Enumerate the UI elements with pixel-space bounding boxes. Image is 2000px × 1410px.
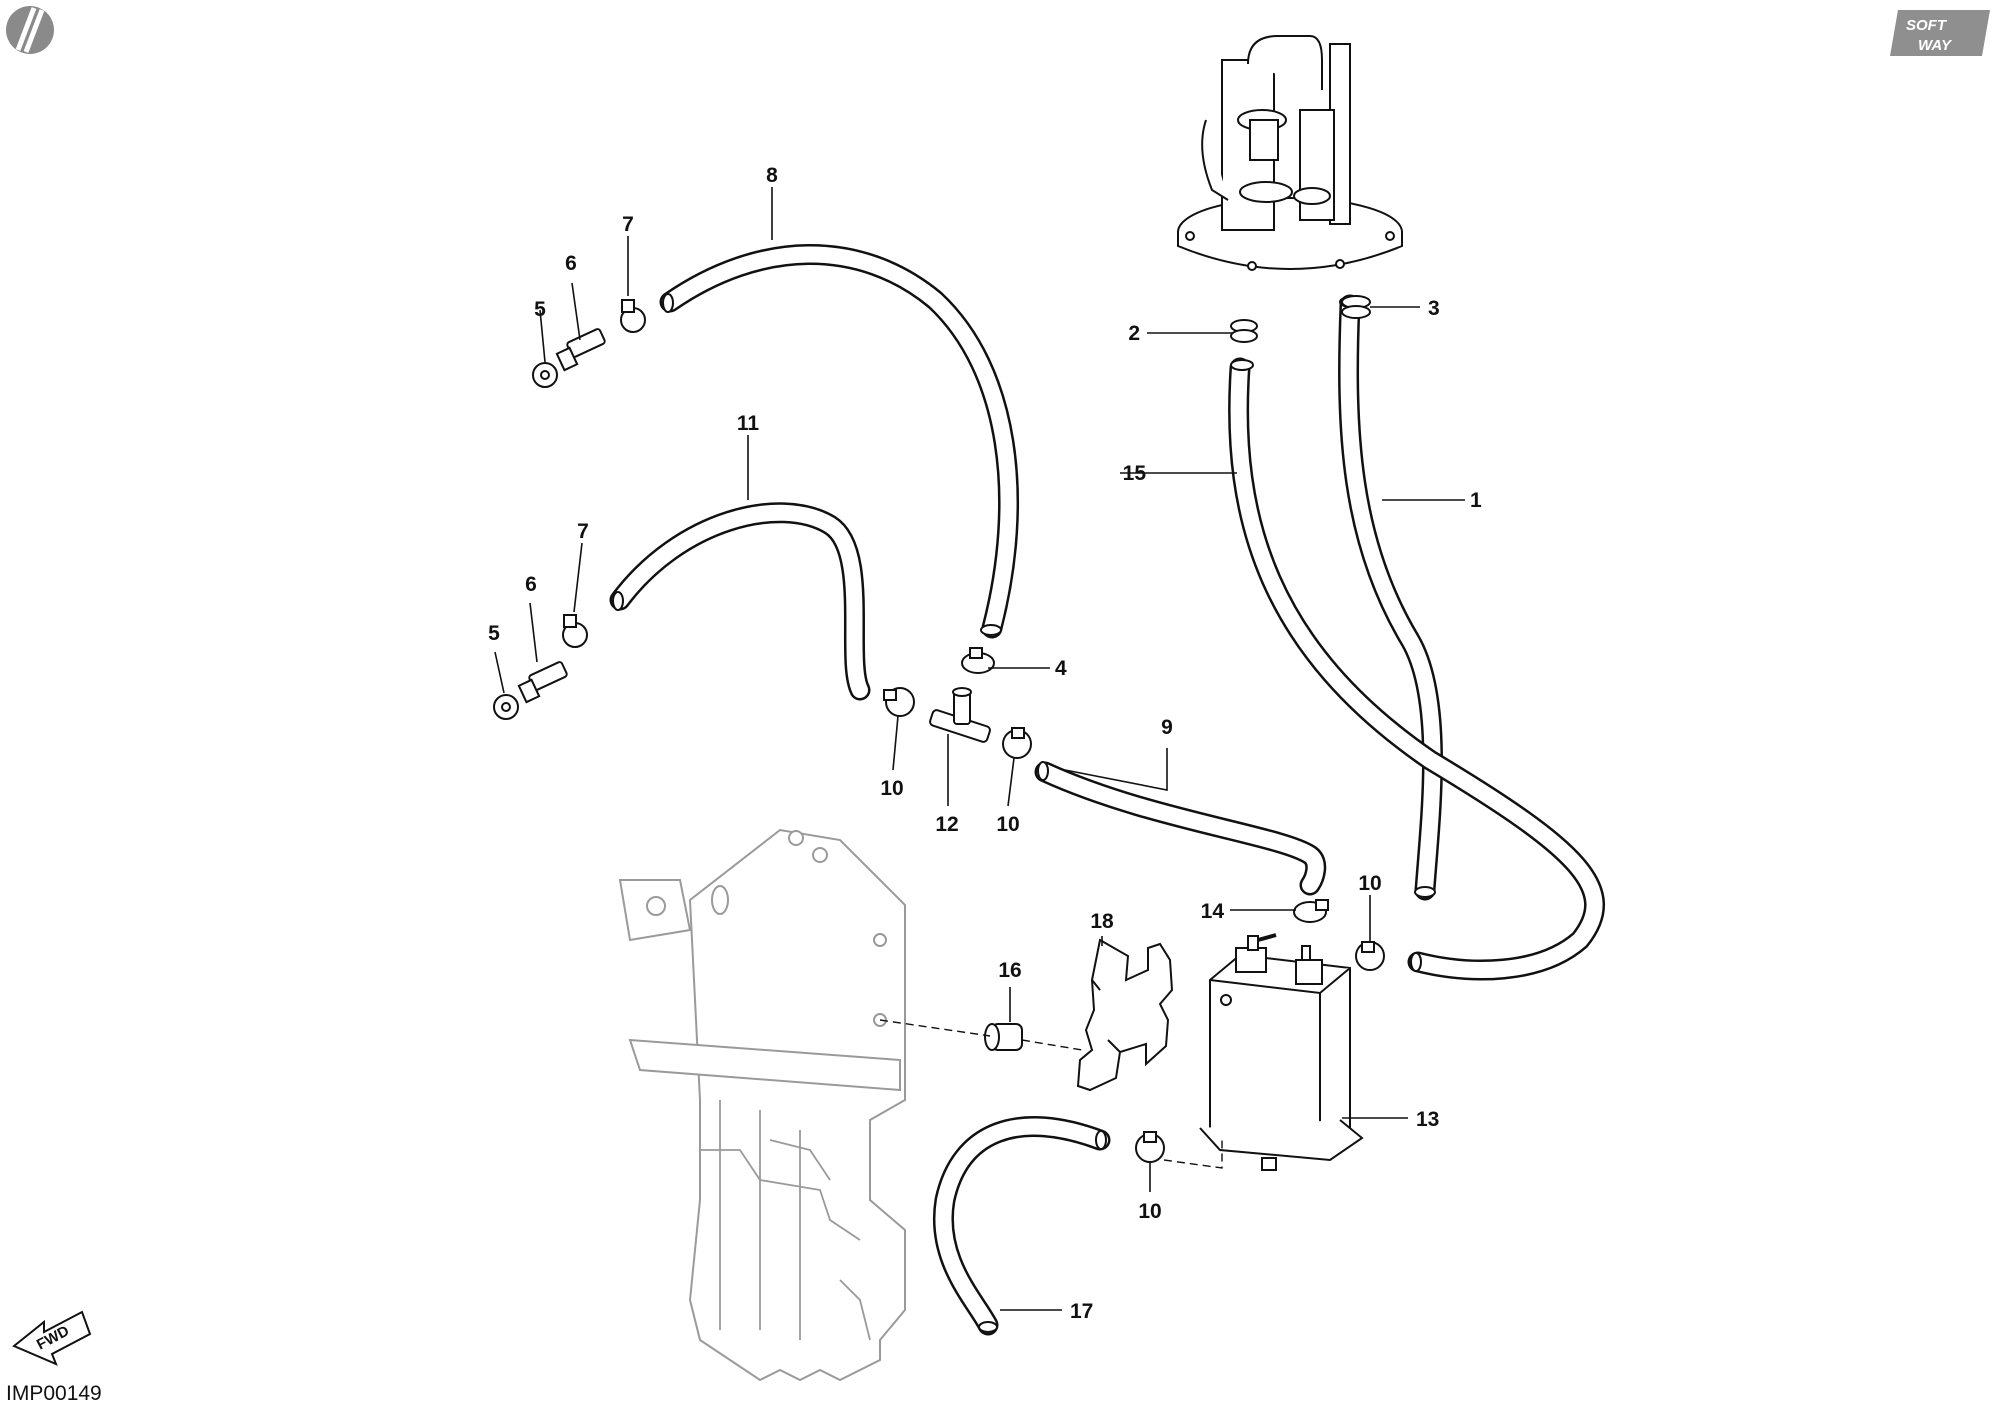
callout-4: 4 — [1055, 657, 1067, 680]
spacer-16 — [984, 1023, 1023, 1051]
fitting-set-upper — [532, 299, 646, 388]
clamp-10-bottom — [1135, 1131, 1165, 1163]
callout-10-bottom: 10 — [1138, 1200, 1161, 1223]
drawing-code: IMP00149 — [6, 1382, 102, 1405]
clamp-4 — [961, 647, 995, 674]
callout-2: 2 — [1128, 322, 1140, 345]
callout-6-upper: 6 — [565, 252, 577, 275]
watermark-line2: WAY — [1918, 37, 1953, 54]
softway-logo-icon: SOFT WAY — [1890, 10, 1990, 56]
clamp-2 — [1230, 319, 1258, 343]
clamp-10-left — [883, 687, 915, 717]
callout-7-upper: 7 — [622, 213, 634, 236]
tee-connector-12 — [929, 687, 991, 743]
callout-10-left: 10 — [880, 777, 903, 800]
dash-10-bottom — [1163, 1140, 1223, 1169]
fwd-arrow-icon: FWD — [12, 1310, 92, 1366]
clamp-10-right — [1355, 941, 1385, 971]
callout-5-lower: 5 — [488, 622, 500, 645]
hose-8 — [659, 244, 1019, 639]
callout-3: 3 — [1428, 297, 1440, 320]
dash-18 — [1021, 1039, 1083, 1051]
callout-14: 14 — [1201, 900, 1225, 923]
clamp-10-mid — [1002, 727, 1032, 759]
leader-lines — [494, 187, 1465, 1311]
clamp-14 — [1293, 899, 1329, 923]
callout-labels: 2 3 15 1 8 11 4 9 14 13 17 7 7 6 6 5 5 1… — [488, 164, 1482, 1323]
fuel-pump-flange — [1177, 35, 1403, 271]
callout-16: 16 — [998, 959, 1021, 982]
callout-7-lower: 7 — [577, 520, 589, 543]
callout-6-lower: 6 — [525, 573, 537, 596]
hose-17 — [933, 1116, 1111, 1336]
clamp-3 — [1341, 295, 1371, 319]
evap-canister-13 — [1199, 933, 1364, 1171]
fitting-set-lower — [493, 614, 588, 720]
callout-5-upper: 5 — [534, 298, 546, 321]
callout-10-right: 10 — [1358, 872, 1381, 895]
hose-1 — [1338, 294, 1443, 901]
watermark-line1: SOFT — [1906, 17, 1948, 34]
callout-12: 12 — [935, 813, 958, 836]
ducati-logo-icon — [6, 6, 54, 54]
callout-13: 13 — [1416, 1108, 1439, 1131]
callout-10-mid: 10 — [996, 813, 1019, 836]
callout-1: 1 — [1470, 489, 1482, 512]
hose-11 — [609, 502, 871, 701]
bracket-18 — [1076, 938, 1174, 1092]
dash-16 — [879, 1019, 991, 1037]
hose-15 — [1228, 357, 1605, 981]
callout-17: 17 — [1070, 1300, 1093, 1323]
callout-15: 15 — [1123, 462, 1147, 485]
callout-11: 11 — [737, 412, 760, 435]
callout-8: 8 — [766, 164, 778, 187]
callout-18: 18 — [1090, 910, 1114, 933]
callout-9: 9 — [1161, 716, 1173, 739]
hose-9 — [1034, 761, 1327, 896]
frame-section — [618, 828, 906, 1382]
